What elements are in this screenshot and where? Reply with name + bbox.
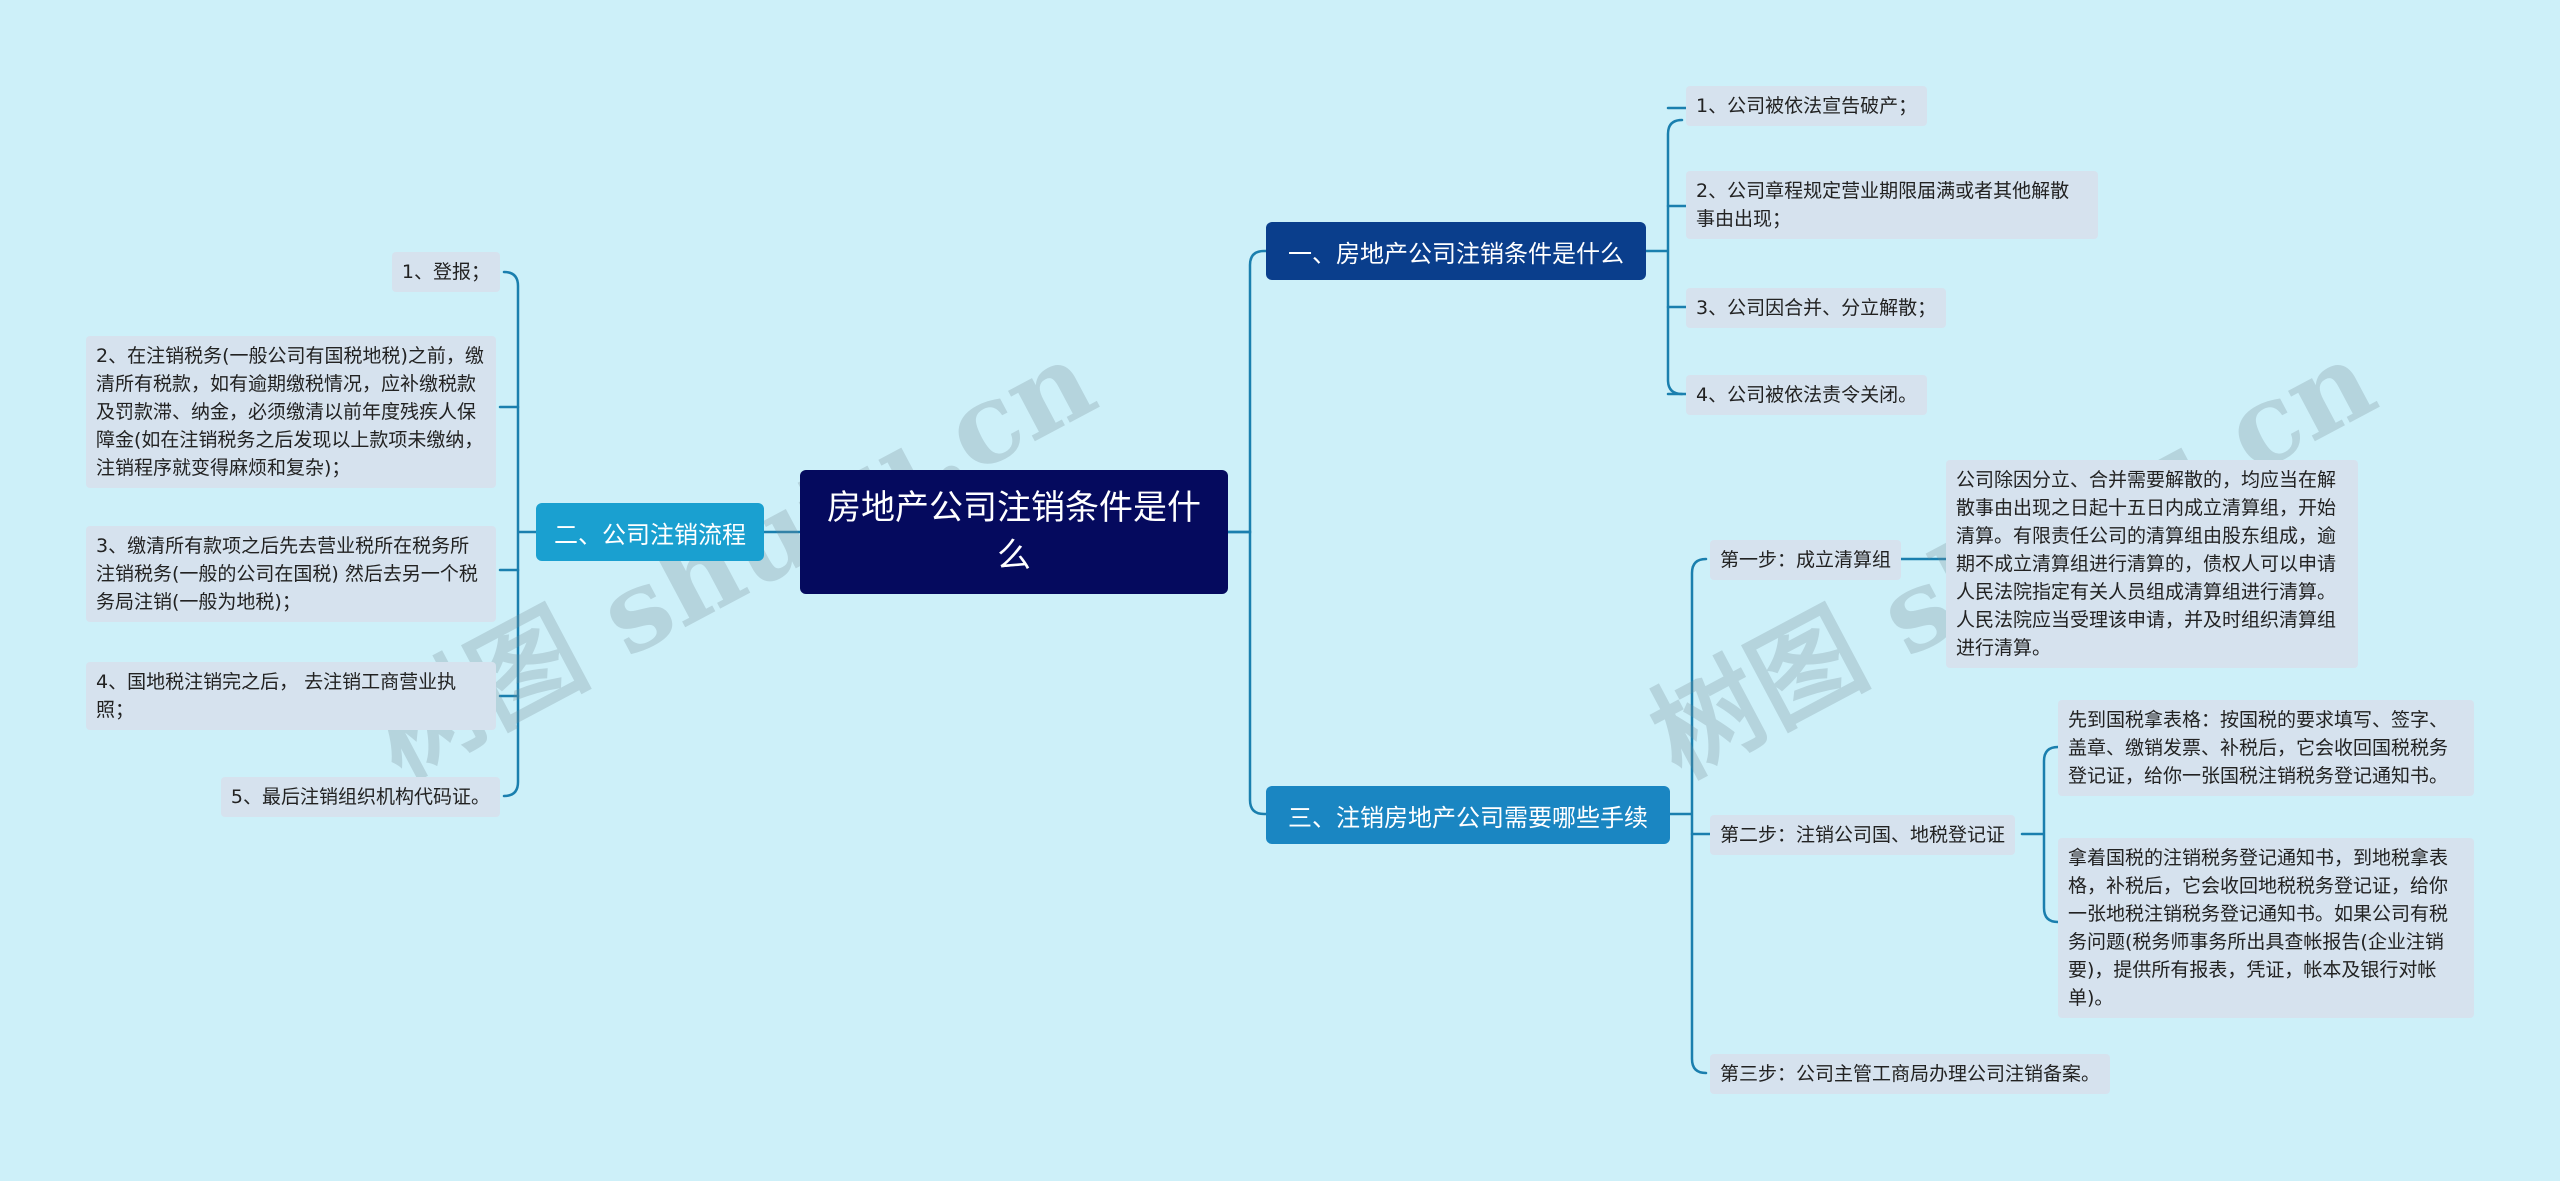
- process-item-1[interactable]: 1、登报；: [391, 252, 500, 292]
- link-branch1-items: [1644, 118, 1684, 396]
- condition-item-3[interactable]: 3、公司因合并、分立解散；: [1686, 288, 1947, 328]
- process-item-3[interactable]: 3、缴清所有款项之后先去营业税所在税务所注销税务(一般的公司在国税) 然后去另一…: [86, 526, 496, 622]
- link-step2-details: [2020, 745, 2060, 924]
- link-branch3-steps: [1668, 557, 1708, 1075]
- condition-item-1[interactable]: 1、公司被依法宣告破产；: [1686, 86, 1928, 126]
- branch-conditions[interactable]: 一、房地产公司注销条件是什么: [1266, 222, 1646, 280]
- step-3[interactable]: 第三步：公司主管工商局办理公司注销备案。: [1710, 1054, 2111, 1094]
- step-1-detail[interactable]: 公司除因分立、合并需要解散的，均应当在解散事由出现之日起十五日内成立清算组，开始…: [1946, 460, 2358, 668]
- branch-procedures-label: 三、注销房地产公司需要哪些手续: [1288, 803, 1648, 832]
- link-root-branch3: [1226, 530, 1268, 816]
- step-2-detail-1[interactable]: 先到国税拿表格：按国税的要求填写、签字、盖章、缴销发票、补税后，它会收回国税税务…: [2058, 700, 2474, 796]
- branch-deregistration-process[interactable]: 二、公司注销流程: [536, 503, 764, 561]
- link-root-branch1: [1226, 249, 1268, 534]
- condition-item-4[interactable]: 4、公司被依法责令关闭。: [1686, 375, 1928, 415]
- root-title: 房地产公司注销条件是什么: [827, 488, 1201, 576]
- branch-procedures[interactable]: 三、注销房地产公司需要哪些手续: [1266, 786, 1670, 844]
- process-item-5[interactable]: 5、最后注销组织机构代码证。: [220, 777, 500, 817]
- condition-item-2[interactable]: 2、公司章程规定营业期限届满或者其他解散事由出现；: [1686, 171, 2098, 239]
- process-item-2[interactable]: 2、在注销税务(一般公司有国税地税)之前，缴清所有税款，如有逾期缴税情况，应补缴…: [86, 336, 496, 488]
- branch-process-label: 二、公司注销流程: [554, 520, 746, 549]
- process-item-4[interactable]: 4、国地税注销完之后， 去注销工商营业执照；: [86, 662, 496, 730]
- root-node[interactable]: 房地产公司注销条件是什么: [800, 470, 1228, 594]
- step-1[interactable]: 第一步：成立清算组: [1710, 540, 1902, 580]
- branch-conditions-label: 一、房地产公司注销条件是什么: [1288, 239, 1624, 268]
- step-2-detail-2[interactable]: 拿着国税的注销税务登记通知书，到地税拿表格，补税后，它会收回地税税务登记证，给你…: [2058, 838, 2474, 1018]
- step-2[interactable]: 第二步：注销公司国、地税登记证: [1710, 815, 2016, 855]
- link-branch2-items: [502, 270, 538, 798]
